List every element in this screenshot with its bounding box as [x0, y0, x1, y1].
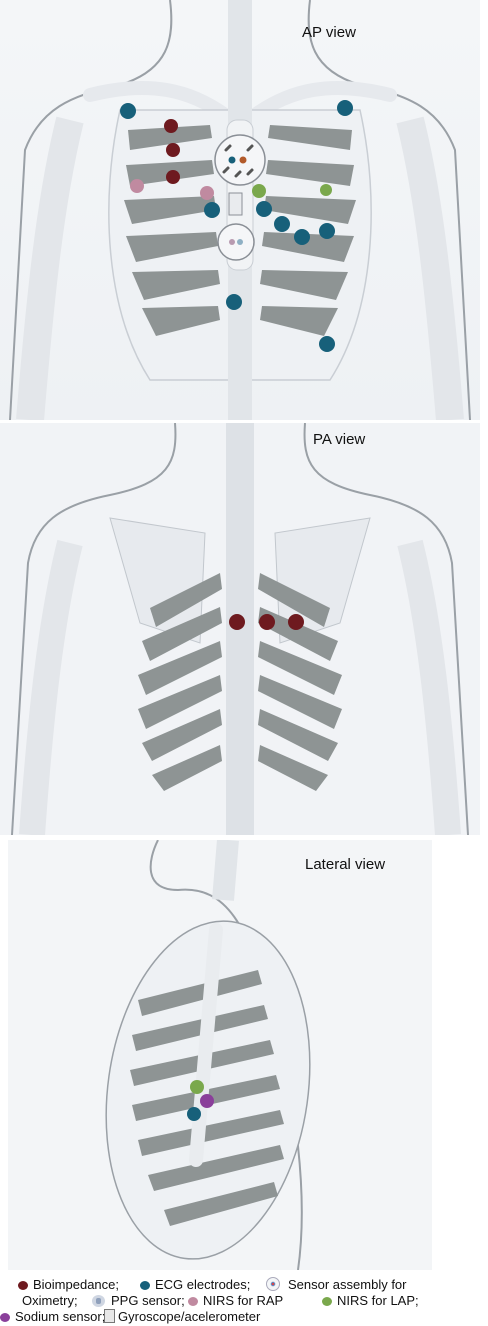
ecg-marker [140, 1281, 150, 1290]
ap-view-illustration [0, 0, 480, 420]
ap-view-panel: AP view [0, 0, 480, 420]
legend-nirs-lap-label: NIRS for LAP; [337, 1293, 419, 1308]
ap-nirs-rap-1 [130, 179, 144, 193]
lateral-view-illustration [8, 840, 432, 1270]
legend: Bioimpedance; ECG electrodes; Sensor ass… [0, 1270, 488, 1326]
ap-nirs-lap-2 [320, 184, 332, 196]
legend-gyroscope: Gyroscope/acelerometer [104, 1308, 260, 1325]
legend-oximetry-label: Oximetry; [22, 1293, 78, 1308]
bioimpedance-marker [18, 1281, 28, 1290]
legend-nirs-lap: NIRS for LAP; [322, 1292, 419, 1309]
pa-view-panel: PA view [0, 423, 480, 835]
nirs-lap-marker [322, 1297, 332, 1306]
pa-view-illustration [0, 423, 480, 835]
lateral-ecg-electrode [187, 1107, 201, 1121]
nirs-rap-marker [188, 1297, 198, 1306]
legend-ecg: ECG electrodes; [140, 1276, 250, 1293]
gyroscope-icon [104, 1309, 115, 1323]
ap-ppg-dot-1 [229, 239, 235, 245]
ap-gyroscope [229, 193, 242, 215]
ap-nirs-lap-1 [252, 184, 266, 198]
ap-sensor-assembly-dot-2 [240, 157, 247, 164]
legend-bioimpedance-label: Bioimpedance; [33, 1277, 119, 1292]
lateral-nirs-lap [190, 1080, 204, 1094]
legend-bioimpedance: Bioimpedance; [18, 1276, 119, 1293]
legend-gyroscope-label: Gyroscope/acelerometer [118, 1309, 260, 1324]
legend-sodium: Sodium sensor; [0, 1308, 105, 1325]
legend-oximetry: Oximetry; [22, 1292, 78, 1309]
lateral-view-label: Lateral view [305, 856, 385, 873]
lateral-sodium-sensor [200, 1094, 214, 1108]
ap-ppg-sensor [218, 224, 254, 260]
ap-sensor-assembly-dot-1 [229, 157, 236, 164]
legend-nirs-rap-label: NIRS for RAP [203, 1293, 283, 1308]
sodium-marker [0, 1313, 10, 1322]
pa-bioimpedance-sensors [229, 614, 304, 630]
ap-view-label: AP view [302, 24, 356, 41]
legend-sodium-label: Sodium sensor; [15, 1309, 105, 1324]
sensor-assembly-icon [266, 1277, 280, 1291]
legend-nirs-rap: NIRS for RAP [188, 1292, 283, 1309]
ppg-sensor-icon [92, 1295, 105, 1307]
legend-sensor-assembly: Sensor assembly for [262, 1276, 407, 1293]
pa-view-label: PA view [313, 431, 365, 448]
ap-nirs-rap-2 [200, 186, 214, 200]
ap-ppg-dot-2 [237, 239, 243, 245]
legend-ecg-label: ECG electrodes; [155, 1277, 250, 1292]
lateral-neck-spine [223, 840, 228, 900]
legend-sensor-assembly-label: Sensor assembly for [288, 1277, 407, 1292]
legend-ppg-label: PPG sensor; [111, 1293, 185, 1308]
lateral-view-panel: Lateral view [8, 840, 432, 1270]
legend-ppg: PPG sensor; [88, 1292, 185, 1309]
